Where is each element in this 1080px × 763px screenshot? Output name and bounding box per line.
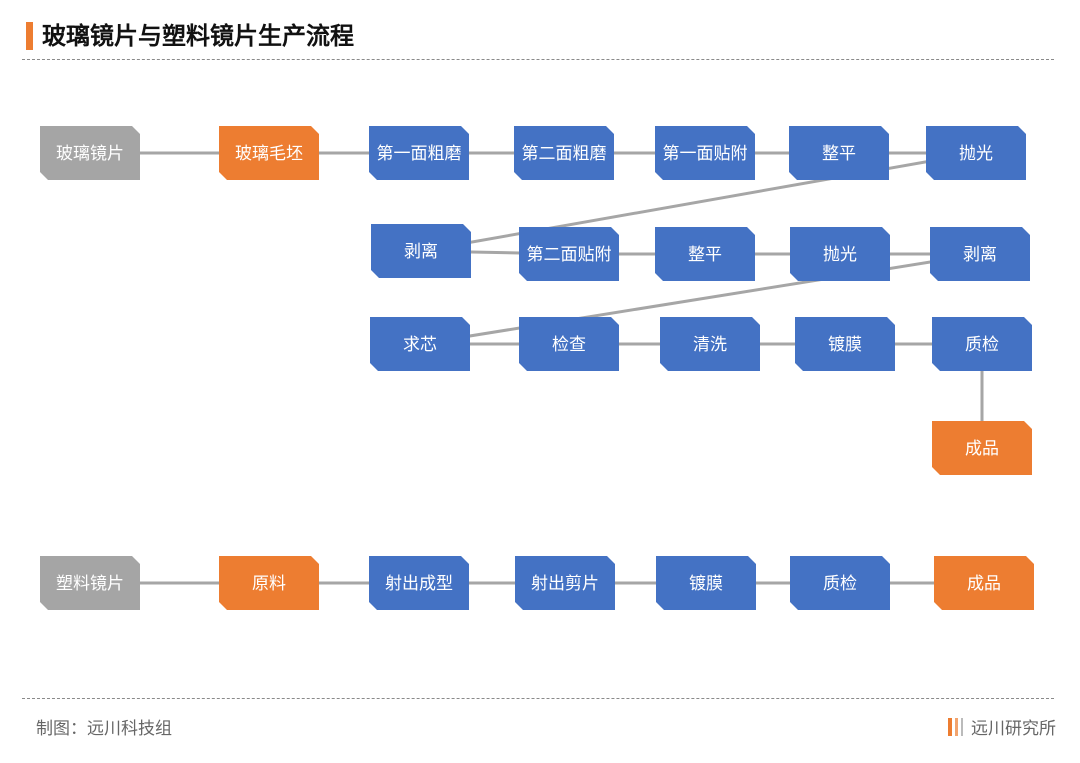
flow-node-label: 玻璃镜片 (56, 144, 124, 164)
flow-node-shape (371, 224, 471, 278)
flow-node-p-coat: 镀膜 (656, 556, 756, 610)
flow-node-label: 镀膜 (828, 335, 862, 355)
flow-node-shape (932, 317, 1032, 371)
title-accent-bar (26, 22, 33, 50)
flow-node-shape (790, 227, 890, 281)
flow-node-shape (40, 556, 140, 610)
flow-node-p-mold: 射出成型 (369, 556, 469, 610)
flow-node-label: 剥离 (963, 245, 997, 265)
flow-node-label: 求芯 (403, 335, 437, 355)
bottom-divider (22, 698, 1054, 699)
flow-node-label: 玻璃毛坯 (235, 144, 303, 164)
flow-node-shape (369, 126, 469, 180)
flow-node-label: 整平 (688, 245, 722, 265)
flow-node-g-level2: 整平 (655, 227, 755, 281)
flow-node-shape (655, 227, 755, 281)
flow-node-shape (660, 317, 760, 371)
flow-node-shape (932, 421, 1032, 475)
flow-node-shape (369, 556, 469, 610)
flow-node-label: 塑料镜片 (56, 574, 124, 594)
flow-node-shape (519, 317, 619, 371)
flow-node-shape (930, 227, 1030, 281)
flow-node-shape (926, 126, 1026, 180)
flow-node-shape (795, 317, 895, 371)
flow-node-g-polish2: 抛光 (790, 227, 890, 281)
flow-node-g-strip1: 剥离 (371, 224, 471, 278)
flow-node-shape (789, 126, 889, 180)
flow-node-shape (790, 556, 890, 610)
top-divider (22, 59, 1054, 60)
flow-node-p-cut: 射出剪片 (515, 556, 615, 610)
flow-node-shape (655, 126, 755, 180)
flow-node-g-attach2: 第二面贴附 (519, 227, 619, 281)
flow-node-shape (514, 126, 614, 180)
footer-brand: 远川研究所 (948, 714, 1056, 739)
footer-credit: 制图：远川科技组 (36, 719, 172, 739)
flow-node-label: 原料 (252, 574, 286, 594)
flow-node-label: 成品 (967, 574, 1001, 594)
flow-node-shape (519, 227, 619, 281)
flow-node-label: 成品 (965, 439, 999, 459)
flow-node-shape (219, 126, 319, 180)
flow-node-g-rough1: 第一面粗磨 (369, 126, 469, 180)
flow-node-label: 射出成型 (385, 574, 453, 594)
flow-node-label: 质检 (823, 574, 857, 594)
page-title: 玻璃镜片与塑料镜片生产流程 (42, 22, 354, 50)
flow-node-p-final: 成品 (934, 556, 1034, 610)
flow-node-label: 剥离 (404, 242, 438, 262)
flow-node-g-lens: 玻璃镜片 (40, 126, 140, 180)
flow-node-label: 射出剪片 (531, 574, 599, 594)
flow-node-label: 第一面贴附 (663, 144, 748, 164)
flow-node-label: 镀膜 (689, 574, 723, 594)
flow-node-g-strip2: 剥离 (930, 227, 1030, 281)
flow-node-label: 第一面粗磨 (377, 144, 462, 164)
brand-logo-icon (948, 717, 963, 736)
flow-node-label: 检查 (552, 335, 586, 355)
flow-node-g-center: 求芯 (370, 317, 470, 371)
flow-node-g-level1: 整平 (789, 126, 889, 180)
flow-node-g-coat: 镀膜 (795, 317, 895, 371)
flow-node-label: 抛光 (959, 144, 993, 164)
flow-node-shape (515, 556, 615, 610)
flow-node-g-final: 成品 (932, 421, 1032, 475)
flow-node-g-qc: 质检 (932, 317, 1032, 371)
flow-node-shape (40, 126, 140, 180)
flow-node-g-clean: 清洗 (660, 317, 760, 371)
flow-node-g-blank: 玻璃毛坯 (219, 126, 319, 180)
flow-node-label: 清洗 (693, 335, 727, 355)
flow-node-g-attach1: 第一面贴附 (655, 126, 755, 180)
flow-node-shape (219, 556, 319, 610)
flow-node-label: 第二面贴附 (527, 245, 612, 265)
flow-node-label: 整平 (822, 144, 856, 164)
flow-node-g-rough2: 第二面粗磨 (514, 126, 614, 180)
footer-brand-label: 远川研究所 (971, 719, 1056, 739)
flow-node-shape (934, 556, 1034, 610)
node-group: 玻璃镜片玻璃毛坯第一面粗磨第二面粗磨第一面贴附整平抛光剥离第二面贴附整平抛光剥离… (40, 126, 1034, 610)
flow-node-g-inspect: 检查 (519, 317, 619, 371)
flow-node-p-lens: 塑料镜片 (40, 556, 140, 610)
flow-node-g-polish1: 抛光 (926, 126, 1026, 180)
flow-node-shape (656, 556, 756, 610)
flow-node-p-qc: 质检 (790, 556, 890, 610)
flow-node-shape (370, 317, 470, 371)
flow-node-label: 抛光 (823, 245, 857, 265)
flow-node-label: 第二面粗磨 (522, 144, 607, 164)
flow-node-p-raw: 原料 (219, 556, 319, 610)
flow-node-label: 质检 (965, 335, 999, 355)
